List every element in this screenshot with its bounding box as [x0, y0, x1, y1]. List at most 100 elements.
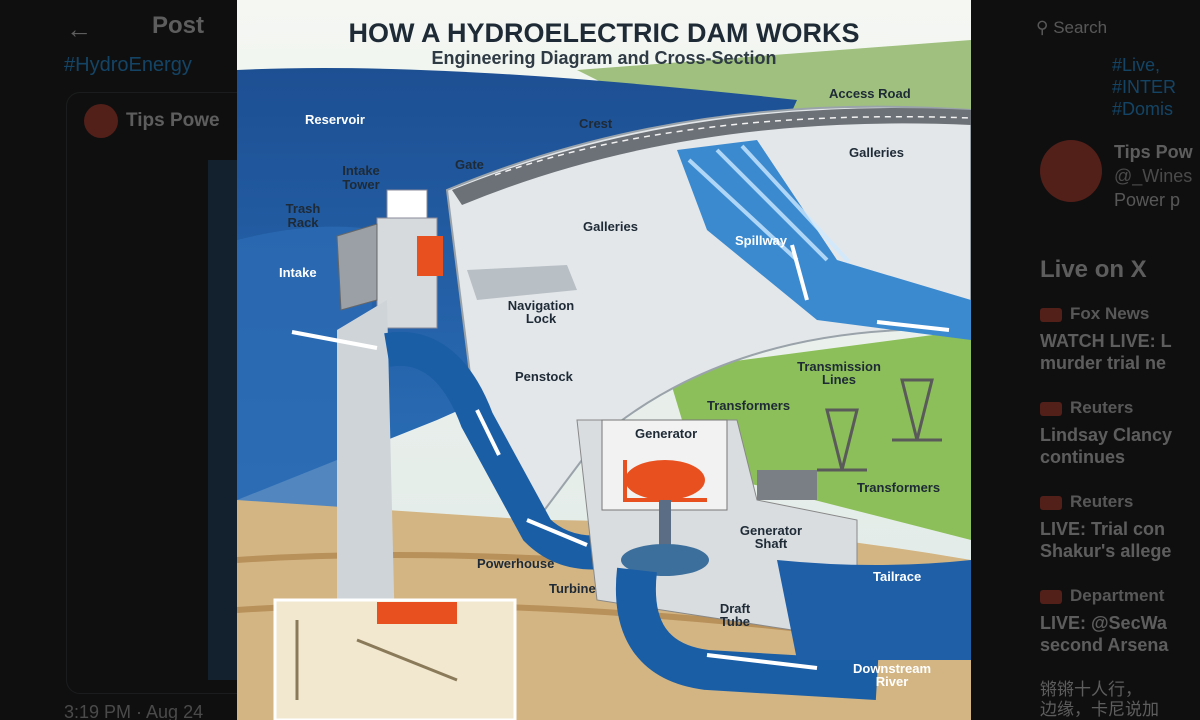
label-trash-rack: Rack: [287, 215, 319, 230]
profile-bio: Power p: [1114, 190, 1181, 210]
author-name[interactable]: Tips Powe: [126, 110, 220, 132]
news-source: Department: [1070, 586, 1165, 605]
intake-gate: [417, 236, 443, 276]
spillway-arrow: [790, 244, 950, 332]
hashtag-link[interactable]: #Domis: [1112, 99, 1174, 119]
label-navigation-lock: Lock: [526, 311, 557, 326]
penstock: [384, 331, 621, 570]
label-generator: Generator: [635, 426, 697, 441]
draft-tube: [615, 567, 879, 700]
inset-generators: [377, 602, 457, 624]
news-source: Fox News: [1070, 304, 1150, 323]
flow-arrow: [475, 409, 501, 456]
dam-diagram: HOW A HYDROELECTRIC DAM WORKS Engineerin…: [237, 0, 971, 720]
trending-text[interactable]: 锵锵十人行，边缘，卡尼说加: [1040, 680, 1159, 720]
label-transformers-upper: Transformers: [707, 398, 790, 413]
text-line: 锵锵十人行，: [1040, 680, 1142, 699]
hashtag-link[interactable]: #HydroEnergy: [64, 54, 192, 76]
label-downstream-river: River: [876, 674, 909, 689]
hashtag-link[interactable]: #INTER: [1112, 77, 1177, 97]
headline-line: second Arsena: [1040, 635, 1169, 655]
avatar[interactable]: [1040, 140, 1102, 202]
label-reservoir: Reservoir: [305, 112, 365, 127]
search-input[interactable]: ⚲ Search: [1036, 18, 1107, 38]
label-downstream-river: Downstream: [853, 661, 931, 676]
headline-line: Shakur's allege: [1040, 541, 1172, 561]
label-turbine: Turbine: [549, 581, 596, 596]
label-draft-tube: Draft: [720, 601, 751, 616]
label-intake-tower: Intake: [342, 163, 380, 178]
label-galleries-top: Galleries: [849, 145, 904, 160]
downstream-land: [667, 330, 971, 540]
label-draft-tube: Tube: [720, 614, 750, 629]
label-tailrace: Tailrace: [873, 569, 921, 584]
news-source: Reuters: [1070, 398, 1134, 417]
generator: [625, 460, 705, 500]
flow-arrow: [291, 330, 378, 350]
trending-hashtags: #Live, #INTER #Domis: [1112, 54, 1176, 120]
hashtag-link[interactable]: #Live,: [1112, 55, 1161, 75]
headline-line: Lindsay Clancy: [1040, 425, 1173, 445]
label-navigation-lock: Navigation: [508, 298, 575, 313]
back-arrow-icon[interactable]: ←: [66, 14, 92, 44]
profile-name[interactable]: Tips Pow: [1114, 142, 1193, 162]
label-galleries-mid: Galleries: [583, 219, 638, 234]
search-placeholder: Search: [1053, 18, 1108, 37]
profile-handle[interactable]: @_Wines: [1114, 166, 1193, 186]
transmission-tower: [817, 408, 867, 472]
power-cables: [623, 460, 707, 502]
flow-arrow: [526, 518, 588, 547]
label-access-road: Access Road: [829, 86, 911, 101]
road-markings: [494, 115, 971, 176]
trash-rack: [336, 223, 378, 311]
inset-details: [295, 620, 458, 700]
flow-arrow: [706, 653, 818, 670]
live-heading: Live on X: [1040, 256, 1147, 283]
label-powerhouse: Powerhouse: [477, 556, 554, 571]
news-logo-icon: [1040, 495, 1062, 510]
label-intake-tower: Tower: [342, 177, 379, 192]
label-generator-shaft: Shaft: [755, 536, 788, 551]
dam-face: [445, 105, 971, 522]
avatar[interactable]: [84, 104, 118, 138]
label-penstock: Penstock: [515, 369, 574, 384]
label-transformers-lower: Transformers: [857, 480, 940, 495]
image-viewer[interactable]: HOW A HYDROELECTRIC DAM WORKS Engineerin…: [237, 0, 971, 720]
page-title: Post: [152, 12, 205, 39]
search-icon: ⚲: [1036, 18, 1049, 37]
tailrace-water: [777, 560, 971, 660]
label-gate: Gate: [455, 157, 484, 172]
spillway-flow: [687, 144, 851, 264]
diagram-title: HOW A HYDROELECTRIC DAM WORKS: [349, 18, 860, 48]
headline-line: continues: [1040, 447, 1126, 467]
diagram-subtitle: Engineering Diagram and Cross-Section: [431, 48, 776, 68]
headline-line: LIVE: Trial con: [1040, 519, 1166, 539]
label-intake: Intake: [279, 265, 317, 280]
news-logo-icon: [1040, 307, 1062, 322]
text-line: 边缘，卡尼说加: [1040, 700, 1159, 719]
author-row[interactable]: Tips Powe: [84, 104, 220, 138]
label-transmission-lines: Transmission: [797, 359, 881, 374]
transmission-tower: [892, 378, 942, 442]
headline-line: murder trial ne: [1040, 353, 1167, 373]
label-generator-shaft: Generator: [740, 523, 802, 538]
transformer-unit: [757, 470, 817, 500]
turbine: [621, 544, 709, 576]
news-logo-icon: [1040, 589, 1062, 604]
headline-line: WATCH LIVE: L: [1040, 331, 1172, 351]
headline-line: LIVE: @SecWa: [1040, 613, 1167, 633]
timestamp[interactable]: 3:19 PM · Aug 24: [64, 702, 204, 720]
news-source: Reuters: [1070, 492, 1134, 511]
intake-tower-top: [386, 189, 428, 221]
label-transmission-lines: Lines: [822, 372, 856, 387]
label-crest: Crest: [579, 116, 613, 131]
label-trash-rack: Trash: [286, 201, 321, 216]
